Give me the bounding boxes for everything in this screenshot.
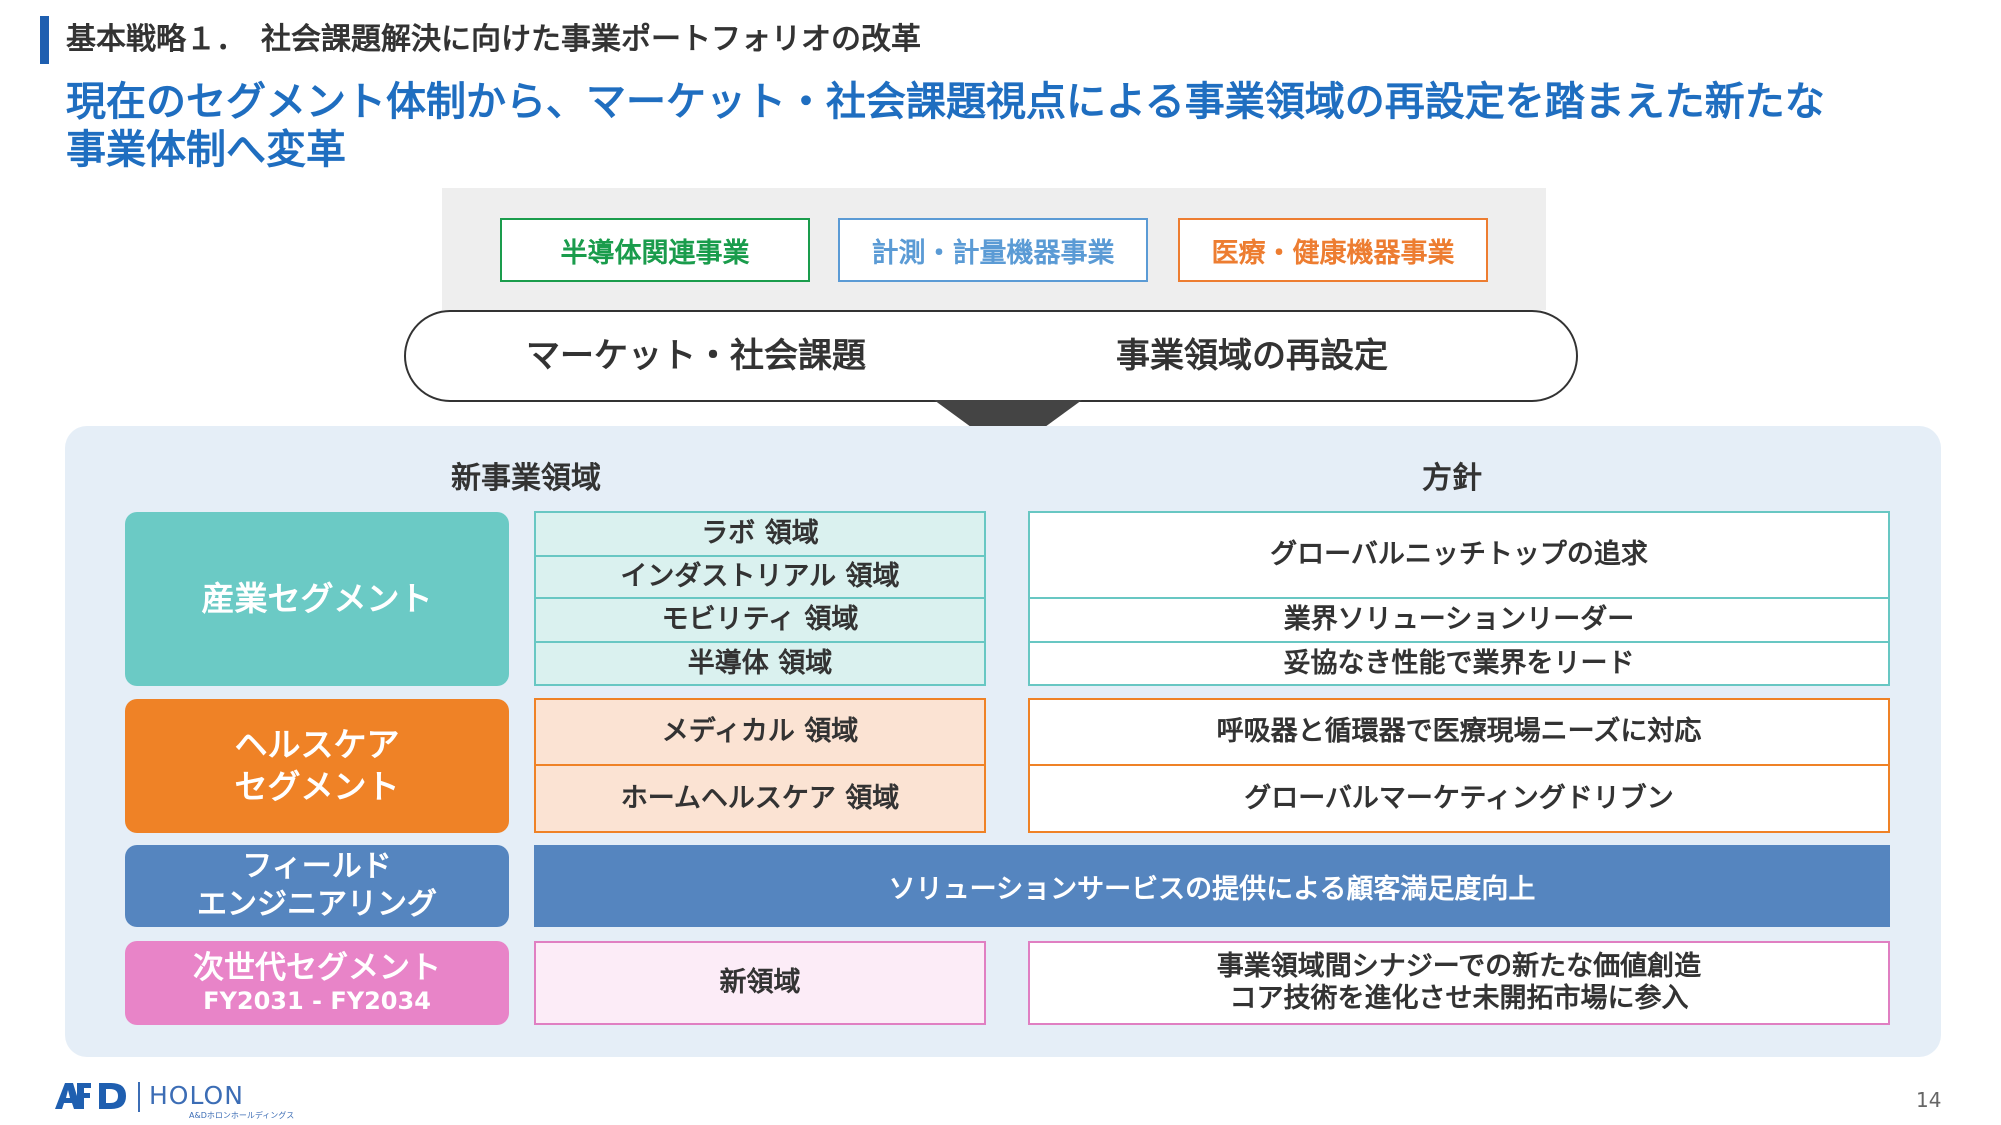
holon-logo: HOLON [149,1081,244,1110]
domain-new: 新領域 [534,941,986,1025]
business-semiconductor: 半導体関連事業 [500,218,810,282]
policy-next-gen-line-2: コア技術を進化させ未開拓市場に参入 [1229,983,1689,1014]
policy-next-gen-line-1: 事業領域間シナジーでの新たな価値創造 [1216,951,1702,982]
segment-next-gen: 次世代セグメント FY2031 - FY2034 [125,941,509,1025]
headline-line-1: 現在のセグメント体制から、マーケット・社会課題視点による事業領域の再設定を踏まえ… [66,79,1825,125]
domain-medical: メディカル 領域 [534,698,986,766]
segment-field-line-1: フィールド [242,849,392,884]
column-header-new-domains: 新事業領域 [451,461,601,496]
business-medical: 医療・健康機器事業 [1178,218,1488,282]
segment-next-gen-label: 次世代セグメント [193,950,441,986]
page-number: 14 [1916,1088,1942,1112]
headline-line-2: 事業体制へ変革 [66,127,346,173]
pill-market-label: マーケット・社会課題 [526,336,866,376]
segment-field-engineering: フィールド エンジニアリング [125,845,509,927]
policy-solution-service: ソリューションサービスの提供による顧客満足度向上 [534,845,1890,927]
domain-mobility: モビリティ 領域 [534,597,986,643]
policy-solution-leader: 業界ソリューションリーダー [1028,597,1890,643]
holon-logo-subtitle: A&Dホロンホールディングス [189,1111,295,1120]
segment-industrial: 産業セグメント [125,512,509,686]
domain-lab: ラボ 領域 [534,511,986,557]
segment-healthcare-line-1: ヘルスケア [234,725,400,764]
policy-global-niche-top: グローバルニッチトップの追求 [1028,511,1890,599]
column-header-policy: 方針 [1422,461,1482,496]
domain-industrial: インダストリアル 領域 [534,555,986,599]
policy-next-gen: 事業領域間シナジーでの新たな価値創造 コア技術を進化させ未開拓市場に参入 [1028,941,1890,1025]
policy-performance-lead: 妥協なき性能で業界をリード [1028,641,1890,686]
strategy-title: 基本戦略１． 社会課題解決に向けた事業ポートフォリオの改革 [66,22,921,57]
pill-domain-label: 事業領域の再設定 [1116,336,1388,376]
policy-respiratory-circulatory: 呼吸器と循環器で医療現場ニーズに対応 [1028,698,1890,766]
headline: 現在のセグメント体制から、マーケット・社会課題視点による事業領域の再設定を踏まえ… [66,78,1966,174]
segment-next-gen-period: FY2031 - FY2034 [203,987,431,1015]
header-accent-bar [40,16,49,64]
business-measurement: 計測・計量機器事業 [838,218,1148,282]
domain-home-healthcare: ホームヘルスケア 領域 [534,764,986,833]
logo-separator [138,1082,140,1112]
segment-healthcare: ヘルスケア セグメント [125,699,509,833]
segment-healthcare-line-2: セグメント [234,767,400,806]
policy-global-marketing: グローバルマーケティングドリブン [1028,764,1890,833]
segment-field-line-2: エンジニアリング [197,887,437,922]
domain-semiconductor: 半導体 領域 [534,641,986,686]
redefinition-pill: マーケット・社会課題 事業領域の再設定 [404,310,1578,402]
and-logo [55,1082,127,1110]
